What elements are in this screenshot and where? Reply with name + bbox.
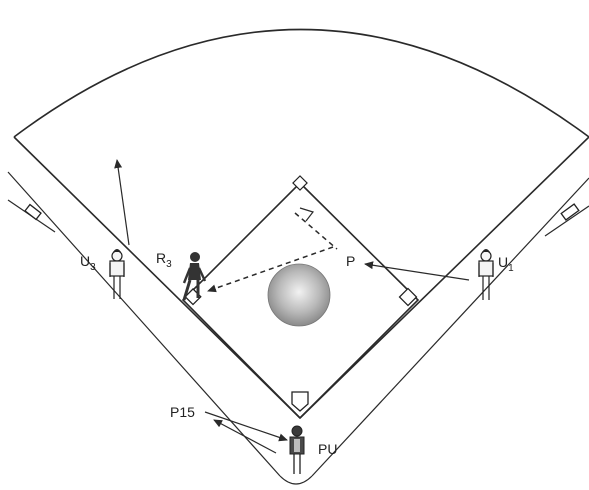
label-p: P	[346, 253, 355, 269]
right-foul-line-outer	[299, 136, 589, 419]
umpire-u3-figure	[109, 249, 125, 299]
pitchers-mound	[267, 263, 331, 327]
label-pu: PU	[318, 441, 337, 457]
right-sideline-short	[544, 205, 589, 237]
label-u1: U1	[498, 254, 514, 274]
label-r3: R3	[156, 250, 172, 270]
left-foul-line-outer	[13, 136, 301, 419]
home-plate-arc	[279, 475, 313, 485]
u3-movement-arrow	[114, 159, 130, 246]
right-dugout-box	[560, 203, 580, 221]
p15-arrow-away	[213, 419, 277, 454]
throw-path-dashed	[294, 212, 338, 250]
home-plate	[291, 391, 309, 412]
throw-path-dashed-return	[207, 246, 334, 293]
umpire-u1-figure	[478, 249, 494, 300]
second-base	[292, 175, 308, 191]
left-dugout-box	[24, 203, 42, 221]
left-sideline	[7, 171, 281, 477]
runner-r3-figure	[182, 252, 207, 301]
plate-umpire-figure	[289, 425, 305, 474]
right-sideline	[311, 177, 589, 477]
infield-diamond	[181, 181, 420, 420]
label-p15: P15	[170, 404, 195, 420]
first-base	[398, 287, 418, 307]
u1-movement-arrow	[364, 261, 470, 281]
dashed-arrowhead-top	[299, 207, 315, 222]
outfield-fence	[13, 28, 589, 138]
label-u3: U3	[80, 253, 96, 273]
p15-arrow-to-plate-umpire	[204, 411, 288, 442]
